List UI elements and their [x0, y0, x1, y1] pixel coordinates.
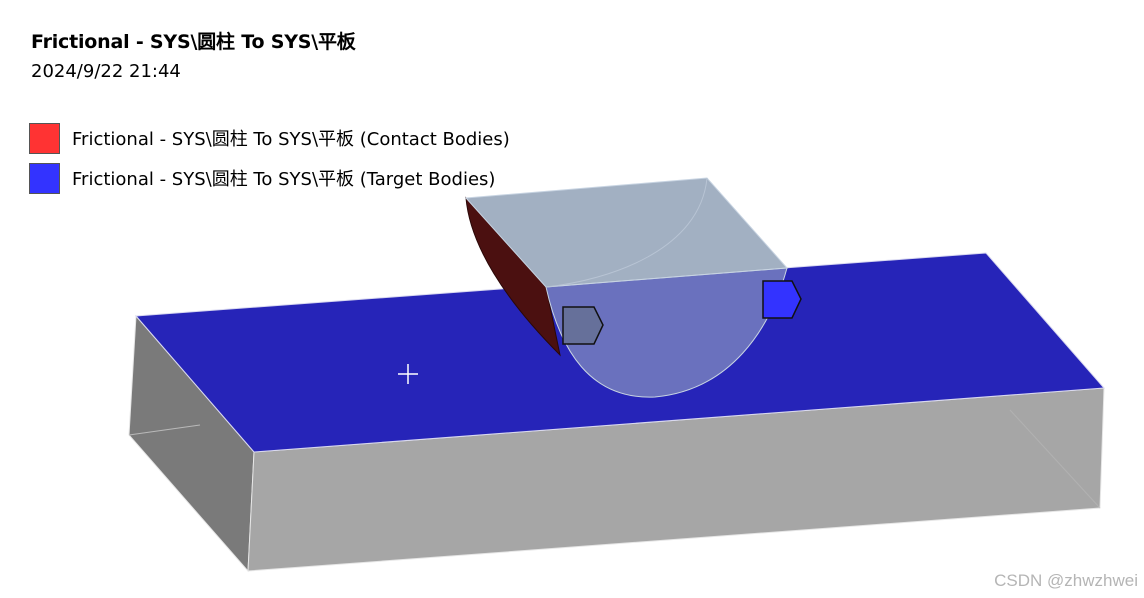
legend-label-target: Frictional - SYS\圆柱 To SYS\平板 (Target Bo… [72, 169, 496, 190]
legend: Frictional - SYS\圆柱 To SYS\平板 (Contact B… [29, 118, 510, 198]
watermark: CSDN @zhwzhwei [994, 571, 1138, 590]
result-title: Frictional - SYS\圆柱 To SYS\平板 [31, 31, 356, 53]
legend-swatch-contact [29, 122, 60, 154]
origin-crosshair-icon [398, 364, 418, 384]
contact-body-marker[interactable] [562, 306, 604, 345]
legend-label-contact: Frictional - SYS\圆柱 To SYS\平板 (Contact B… [72, 129, 510, 150]
legend-swatch-target [29, 162, 60, 194]
legend-item-contact: Frictional - SYS\圆柱 To SYS\平板 (Contact B… [29, 118, 510, 158]
legend-item-target: Frictional - SYS\圆柱 To SYS\平板 (Target Bo… [29, 158, 510, 198]
target-body-marker[interactable] [762, 280, 802, 319]
result-timestamp: 2024/9/22 21:44 [31, 61, 181, 82]
cylinder-side-face [465, 196, 561, 357]
